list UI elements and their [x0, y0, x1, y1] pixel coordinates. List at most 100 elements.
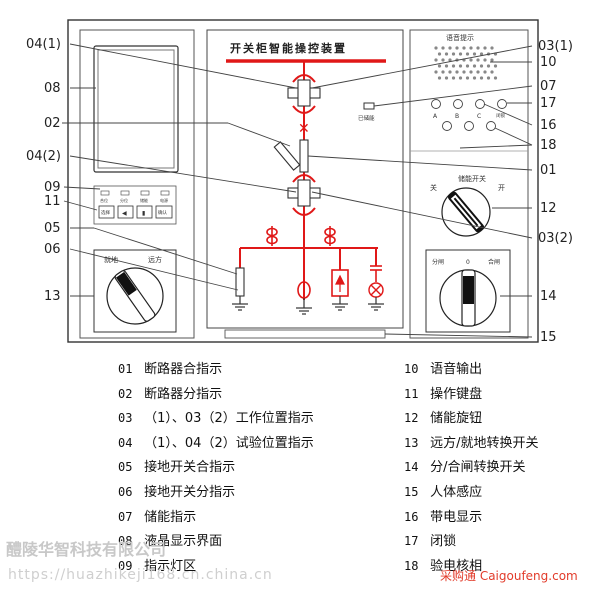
speaker-hole: [441, 70, 445, 74]
speaker-hole: [486, 64, 491, 68]
indicator-lamp: [120, 190, 130, 196]
open-label: 分闸: [432, 258, 444, 266]
knob-title: 储能开关: [458, 174, 486, 183]
legend-item: 05 接地开关合指示: [118, 455, 314, 480]
legend-right-column: 10 语音输出 11 操作键盘 12 储能旋钮 13 远方/就地转换开关 14 …: [404, 357, 539, 578]
energy-stored-indicator: [363, 102, 375, 110]
url-watermark: https://huazhikeji168.cn.china.cn: [8, 567, 273, 583]
legend-num: 18: [404, 558, 419, 573]
callout-17: 17: [540, 96, 557, 111]
lower-test-position-indicator: [287, 179, 321, 207]
led-label: 合位: [100, 197, 108, 203]
callout-10: 10: [540, 55, 557, 70]
speaker-hole: [479, 76, 484, 80]
legend-text: 远方/就地转换开关: [430, 435, 539, 451]
legend-text: 指示灯区: [144, 558, 197, 574]
legend-text: 储能指示: [144, 509, 197, 525]
legend-num: 10: [404, 362, 419, 376]
speaker-hole: [472, 64, 477, 68]
speaker-hole: [451, 76, 456, 80]
speaker-hole: [448, 46, 452, 50]
legend-item: 18 验电核相: [404, 554, 539, 579]
speaker-hole: [434, 46, 438, 50]
voice-prompt-label: 语音提示: [446, 33, 474, 42]
legend-num: 12: [404, 411, 419, 426]
speaker-hole: [469, 46, 473, 50]
legend-item: 04 （1）、04（2）试验位置指示: [118, 431, 314, 456]
speaker-hole: [437, 76, 442, 80]
indicator-lamps: 合位 分位 储能 电源: [100, 190, 170, 203]
legend-num: 11: [404, 386, 419, 401]
site-watermark: 采购通 Caigoufeng.com: [440, 569, 578, 583]
legend-num: 03: [118, 411, 133, 426]
speaker-hole: [448, 58, 452, 62]
speaker-hole: [472, 52, 477, 56]
key-enter-button[interactable]: [136, 205, 153, 219]
company-watermark: 醴陵华智科技有限公司: [6, 540, 167, 559]
earth-switch-close-indicator: [235, 267, 245, 297]
breaker-open-indicator: [273, 141, 301, 171]
legend-num: 15: [404, 484, 419, 499]
open-close-knob[interactable]: [439, 269, 497, 327]
key-confirm-button[interactable]: [155, 205, 173, 219]
callout-05: 05: [44, 221, 61, 236]
callout-02: 02: [44, 116, 61, 131]
remote-local-knob[interactable]: [106, 267, 164, 325]
speaker-hole: [444, 76, 449, 80]
speaker-hole: [448, 70, 452, 74]
speaker-hole: [455, 70, 459, 74]
key-enter-label: ▮: [142, 210, 145, 217]
device-title: 开关柜智能操控装置: [230, 41, 347, 55]
indicator-lamp: [100, 190, 110, 196]
speaker-hole: [455, 46, 459, 50]
speaker-hole: [476, 70, 480, 74]
speaker-hole: [437, 64, 442, 68]
zero-label: 0: [466, 259, 470, 266]
legend-num: 01: [118, 362, 133, 376]
lamp-ground-symbol: [368, 297, 384, 311]
speaker-hole: [490, 46, 494, 50]
callout-04-2: 04(2): [26, 149, 61, 164]
phase-check-socket-b[interactable]: [464, 121, 474, 131]
legend-item: 15 人体感应: [404, 480, 539, 505]
legend-left-column: 01 断路器合指示 02 断路器分指示 03 （1）、03（2）工作位置指示 0…: [118, 357, 314, 578]
legend-item: 17 闭锁: [404, 529, 539, 554]
legend-item: 14 分/合闸转换开关: [404, 455, 539, 480]
legend-item: 01 断路器合指示: [118, 357, 314, 382]
switchgear-panel-diagram: 合位 分位 储能 电源 选择 ◀ ▮ 确认 就地 远方 开关柜智能操控装置 ✕: [26, 19, 573, 345]
callout-11: 11: [44, 194, 61, 209]
speaker-hole: [458, 64, 463, 68]
callout-15: 15: [540, 330, 557, 345]
capacitor-symbol: [370, 265, 382, 282]
human-sensing-strip: [224, 329, 386, 339]
speaker-hole: [476, 58, 480, 62]
speaker-hole: [483, 46, 487, 50]
energy-storage-knob[interactable]: [441, 187, 491, 237]
legend-item: 03 （1）、03（2）工作位置指示: [118, 406, 314, 431]
phase-check-socket-c[interactable]: [486, 121, 496, 131]
legend-num: 08: [118, 534, 133, 549]
callout-06: 06: [44, 242, 61, 257]
phase-check-socket-a[interactable]: [442, 121, 452, 131]
callout-18: 18: [540, 138, 557, 153]
key-left-button[interactable]: [117, 205, 134, 219]
speaker-hole: [469, 58, 473, 62]
legend-text: 储能旋钮: [430, 411, 483, 427]
speaker-hole: [469, 70, 473, 74]
speaker-hole: [490, 58, 494, 62]
speaker-hole: [465, 52, 470, 56]
callout-13: 13: [44, 289, 61, 304]
speaker-hole: [444, 52, 449, 56]
speaker-hole: [465, 76, 470, 80]
legend-num: 04: [118, 435, 133, 450]
legend-text: 断路器合指示: [144, 362, 223, 377]
callout-12: 12: [540, 201, 557, 216]
legend-text: 操作键盘: [430, 386, 483, 402]
knob-on-label: 开: [498, 184, 505, 192]
legend-text: 接地开关分指示: [144, 484, 236, 500]
legend-num: 09: [118, 558, 133, 573]
legend-num: 17: [404, 534, 419, 549]
callout-08: 08: [44, 81, 61, 96]
legend-num: 14: [404, 460, 419, 475]
key-select-button[interactable]: [98, 205, 115, 219]
